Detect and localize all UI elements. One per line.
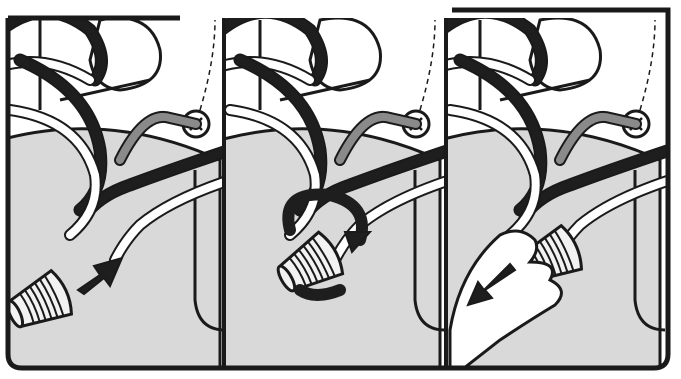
panel-art-3	[430, 0, 680, 379]
panel-step-1	[0, 0, 240, 379]
panel-step-3	[430, 0, 680, 379]
panel-art-2	[210, 0, 460, 379]
panel-step-2	[210, 0, 460, 379]
panel-art-1	[0, 0, 240, 379]
